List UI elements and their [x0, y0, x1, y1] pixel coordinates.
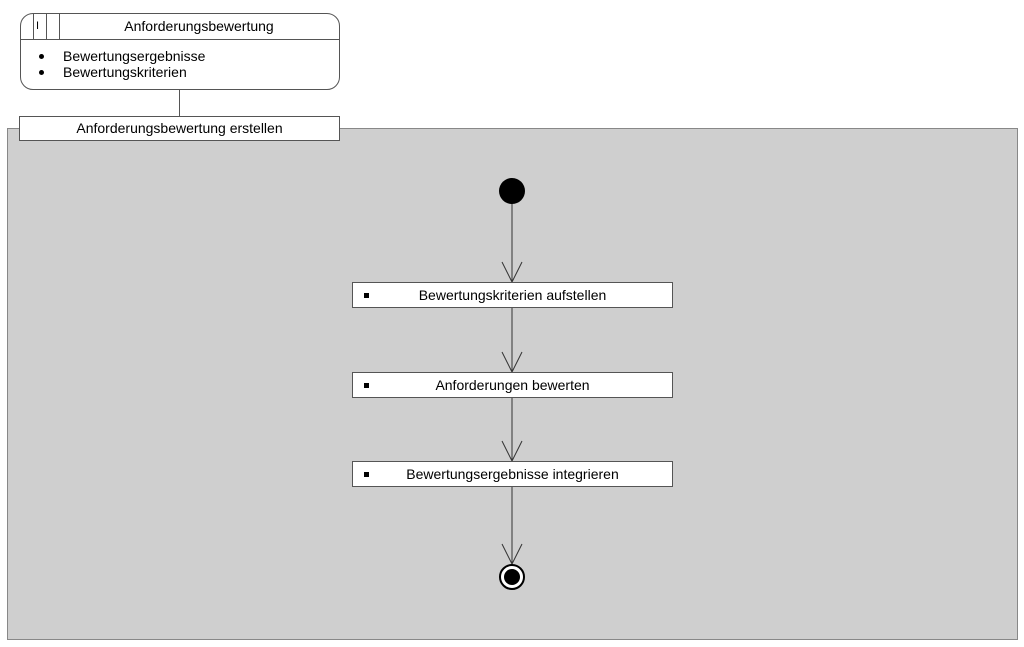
end-node-inner — [504, 569, 520, 585]
activity-step: Bewertungsergebnisse integrieren — [352, 461, 673, 487]
artifact-title: Anforderungsbewertung — [124, 18, 274, 34]
artifact-item-list: Bewertungsergebnisse Bewertungskriterien — [39, 48, 205, 80]
activity-title: Anforderungsbewertung erstellen — [19, 116, 340, 141]
artifact-marker-divider — [33, 14, 34, 39]
artifact-item: Bewertungsergebnisse — [39, 48, 205, 64]
artifact-header: I Anforderungsbewertung — [21, 14, 339, 40]
artifact-item: Bewertungskriterien — [39, 64, 205, 80]
start-node — [499, 178, 525, 204]
artifact-marker-divider — [59, 14, 60, 39]
artifact-marker-label: I — [36, 20, 40, 32]
activity-step: Anforderungen bewerten — [352, 372, 673, 398]
artifact-box: I Anforderungsbewertung Bewertungsergebn… — [20, 13, 340, 90]
artifact-connector-line — [179, 90, 180, 116]
activity-step: Bewertungskriterien aufstellen — [352, 282, 673, 308]
artifact-marker-divider — [46, 14, 47, 39]
